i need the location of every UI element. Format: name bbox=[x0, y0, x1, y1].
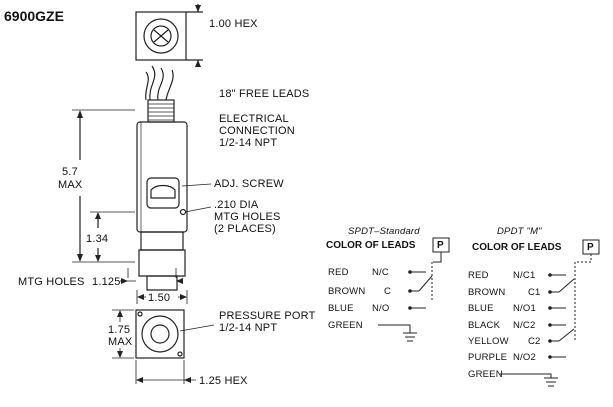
electrical-connection-line-2: CONNECTION bbox=[219, 125, 295, 137]
mtg-hole-mark bbox=[179, 208, 187, 216]
free-lead-3 bbox=[165, 69, 174, 101]
top-hex-dimension bbox=[186, 4, 203, 66]
electrical-connection-line-3: 1/2-14 NPT bbox=[219, 137, 278, 149]
spdt-row-color: BLUE bbox=[328, 303, 354, 314]
dpdt-row-terminal: N/C2 bbox=[513, 320, 536, 331]
pressure-fitting bbox=[138, 249, 186, 277]
dpdt-row-color: BLACK bbox=[468, 320, 501, 331]
dimension-arrowheads bbox=[77, 5, 201, 383]
adj-screw bbox=[150, 184, 176, 199]
dpdt-row-color: PURPLE bbox=[468, 352, 508, 363]
dpdt-row-color: YELLOW bbox=[468, 336, 509, 347]
spdt-leads-header: COLOR OF LEADS bbox=[326, 240, 416, 251]
model-title: 6900GZE bbox=[4, 8, 64, 24]
bottom-hole-1 bbox=[137, 311, 143, 317]
dpdt-row-terminal: C2 bbox=[528, 336, 541, 347]
free-lead-1 bbox=[149, 65, 156, 101]
bottom-hex-view bbox=[135, 309, 185, 359]
dpdt-p-label: P bbox=[587, 242, 594, 253]
adj-screw-label: ADJ. SCREW bbox=[214, 178, 284, 190]
spdt-nodes bbox=[408, 270, 412, 310]
pressure-port-line-1: PRESSURE PORT bbox=[219, 310, 316, 322]
spdt-row-color: BROWN bbox=[328, 286, 366, 297]
mtg-holes-leader bbox=[184, 206, 212, 213]
base-height-dimension bbox=[112, 309, 134, 359]
dpdt-row-terminal: N/O2 bbox=[513, 352, 536, 363]
top-hex-cross bbox=[153, 29, 169, 43]
mtg-holes-note-line-1: .210 DIA bbox=[214, 199, 259, 211]
spdt-title: SPDT–Standard bbox=[348, 226, 420, 237]
adj-screw-window bbox=[146, 177, 180, 209]
spdt-row-terminal: N/O bbox=[372, 303, 390, 314]
pressure-port-leader bbox=[179, 324, 215, 332]
mtg-holes-note-line-2: MTG HOLES bbox=[214, 211, 281, 223]
port-thread bbox=[146, 275, 178, 291]
spdt-row-terminal: N/C bbox=[372, 267, 389, 278]
dpdt-row-terminal: C1 bbox=[528, 287, 541, 298]
dpdt-row-color: BROWN bbox=[468, 287, 506, 298]
free-lead-4 bbox=[145, 71, 149, 101]
bottom-hole-2 bbox=[177, 351, 183, 357]
top-hex-label: 1.00 HEX bbox=[209, 18, 258, 30]
hole-height-value: 1.34 bbox=[86, 233, 109, 245]
top-hex-outer-circle bbox=[143, 18, 179, 54]
dpdt-row-color: BLUE bbox=[468, 303, 494, 314]
dpdt-row-terminal: N/O1 bbox=[513, 303, 536, 314]
pressure-port-line-2: 1/2-14 NPT bbox=[219, 322, 278, 334]
adj-screw-leader bbox=[181, 183, 212, 187]
conduit-thread bbox=[147, 99, 175, 123]
bottom-inner-circle bbox=[150, 324, 170, 344]
spdt-row-terminal: C bbox=[384, 286, 392, 297]
max-height-unit: MAX bbox=[58, 179, 83, 191]
base-height-value: 1.75 bbox=[108, 324, 131, 336]
top-hex-view bbox=[135, 11, 187, 61]
dpdt-ground-label: GREEN bbox=[468, 369, 503, 380]
mtg-spacing-dimension bbox=[120, 268, 177, 282]
free-leads-label: 18" FREE LEADS bbox=[219, 88, 310, 100]
free-lead-2 bbox=[157, 67, 164, 101]
dpdt-leads-header: COLOR OF LEADS bbox=[472, 242, 562, 253]
max-height-value: 5.7 bbox=[62, 166, 78, 178]
dpdt-row-color: RED bbox=[468, 270, 489, 281]
bottom-hex-label: 1.25 HEX bbox=[199, 375, 248, 387]
height-extension-lines bbox=[72, 109, 135, 263]
spdt-p-label: P bbox=[437, 240, 444, 251]
switch-body bbox=[136, 121, 188, 233]
spdt-ground-label: GREEN bbox=[328, 320, 363, 331]
spdt-schematic bbox=[378, 237, 450, 342]
electrical-connection-line-1: ELECTRICAL bbox=[219, 113, 289, 125]
dpdt-row-terminal: N/C1 bbox=[513, 270, 536, 281]
dpdt-schematic bbox=[500, 239, 600, 387]
body-width-value: 1.50 bbox=[148, 292, 171, 304]
top-hex-inner-circle bbox=[150, 25, 172, 47]
mtg-holes-note-line-3: (2 PLACES) bbox=[214, 223, 276, 235]
base-height-unit: MAX bbox=[108, 336, 133, 348]
mtg-holes-spacing: 1.125 bbox=[92, 276, 121, 288]
lower-collar bbox=[140, 231, 184, 251]
dpdt-title: DPDT "M" bbox=[497, 226, 542, 237]
bottom-outer-circle bbox=[141, 315, 179, 353]
dpdt-nodes bbox=[548, 273, 552, 359]
spdt-row-color: RED bbox=[328, 267, 349, 278]
thread-lines bbox=[148, 103, 174, 121]
mtg-holes-label: MTG HOLES bbox=[18, 276, 85, 288]
